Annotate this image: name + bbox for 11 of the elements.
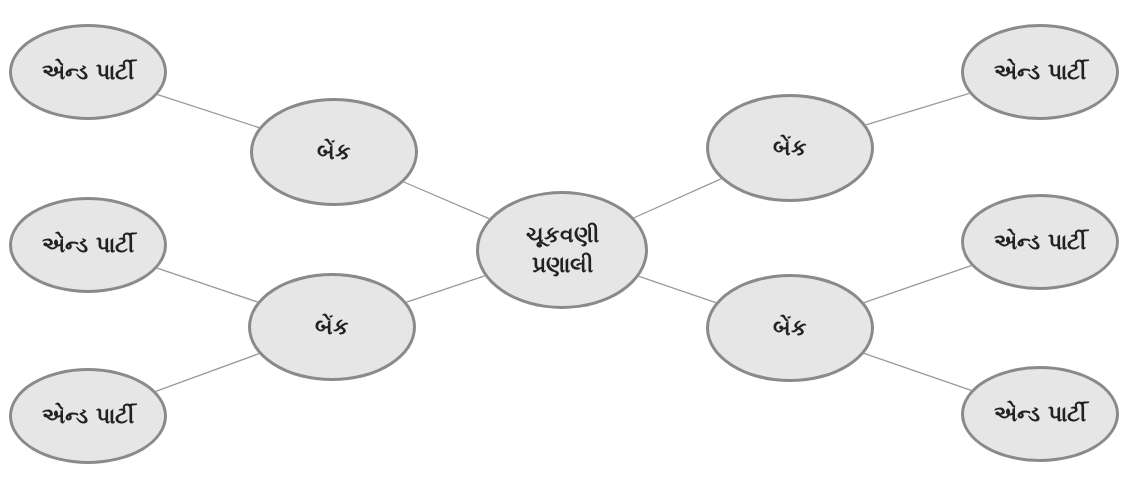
ellipse-node: એન્ડ પાર્ટી xyxy=(961,24,1119,120)
ellipse-node: ચૂકવણી પ્રણાલી xyxy=(476,191,648,309)
ellipse-node: બેંક xyxy=(248,273,416,381)
ellipse-node: એન્ડ પાર્ટી xyxy=(9,24,167,120)
ellipse-node: બેંક xyxy=(706,274,874,382)
ellipse-node: એન્ડ પાર્ટી xyxy=(961,194,1119,290)
ellipse-node: બેંક xyxy=(706,94,874,202)
ellipse-node: એન્ડ પાર્ટી xyxy=(9,197,167,293)
ellipse-node: એન્ડ પાર્ટી xyxy=(9,368,167,464)
ellipse-node: એન્ડ પાર્ટી xyxy=(961,366,1119,462)
ellipse-node: બેંક xyxy=(250,98,418,206)
